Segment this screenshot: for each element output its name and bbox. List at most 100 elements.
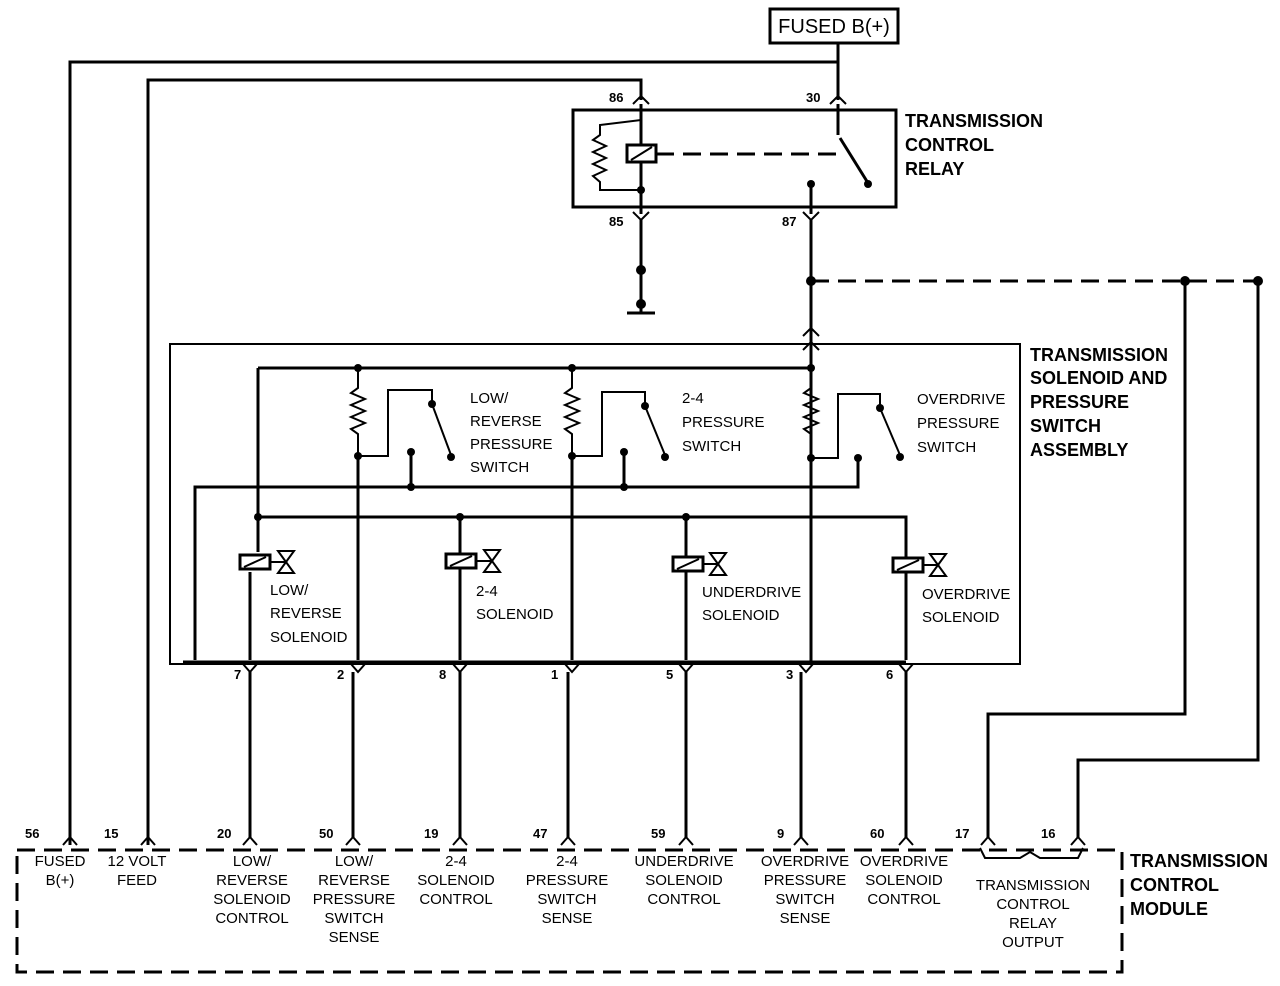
module-label-line: CONTROL bbox=[419, 891, 492, 908]
assembly-title: TRANSMISSION SOLENOID AND PRESSURE SWITC… bbox=[1030, 345, 1168, 460]
module-label-low-reverse-solenoid-control: LOW/ REVERSE SOLENOID CONTROL bbox=[213, 853, 291, 927]
module-pin-59: 59 bbox=[651, 826, 665, 841]
ground-symbol bbox=[627, 220, 655, 315]
low-reverse-pressure-switch-label: LOW/ REVERSE PRESSURE SWITCH bbox=[470, 390, 553, 476]
transmission-control-module bbox=[15, 847, 1124, 974]
switch-label-line: REVERSE bbox=[470, 413, 542, 430]
switch-label-line: OVERDRIVE bbox=[917, 391, 1005, 408]
module-label-line: SOLENOID bbox=[645, 872, 723, 889]
module-label-line: CONTROL bbox=[647, 891, 720, 908]
module-label-line: SENSE bbox=[542, 910, 593, 927]
solenoid-label-line: SOLENOID bbox=[702, 607, 780, 624]
module-label-overdrive-pressure-switch-sense: OVERDRIVE PRESSURE SWITCH SENSE bbox=[761, 853, 849, 927]
module-label-line: CONTROL bbox=[215, 910, 288, 927]
assembly-pin-2: 2 bbox=[337, 667, 344, 682]
assembly-title-line: PRESSURE bbox=[1030, 392, 1129, 412]
solenoid-label-line: OVERDRIVE bbox=[922, 586, 1010, 603]
module-label-low-reverse-pressure-switch-sense: LOW/ REVERSE PRESSURE SWITCH SENSE bbox=[313, 853, 396, 946]
module-pin-16: 16 bbox=[1041, 826, 1055, 841]
overdrive-solenoid-label: OVERDRIVE SOLENOID bbox=[922, 586, 1010, 626]
module-title: TRANSMISSION CONTROL MODULE bbox=[1130, 851, 1268, 919]
module-label-line: SWITCH bbox=[775, 891, 834, 908]
module-pin-60: 60 bbox=[870, 826, 884, 841]
relay-title-line: RELAY bbox=[905, 159, 964, 179]
underdrive-solenoid-label: UNDERDRIVE SOLENOID bbox=[702, 584, 801, 624]
relay-title: TRANSMISSION CONTROL RELAY bbox=[905, 111, 1043, 179]
assembly-pin-3: 3 bbox=[786, 667, 793, 682]
solenoid-pressure-switch-assembly bbox=[169, 326, 1021, 665]
module-label-transmission-control-relay-output: TRANSMISSION CONTROL RELAY OUTPUT bbox=[976, 877, 1090, 951]
module-label-line: SOLENOID bbox=[213, 891, 291, 908]
module-label-line: FEED bbox=[117, 872, 157, 889]
switch-label-line: PRESSURE bbox=[470, 436, 553, 453]
module-title-line: CONTROL bbox=[1130, 875, 1219, 895]
module-pin-19: 19 bbox=[424, 826, 438, 841]
solenoid-label-line: REVERSE bbox=[270, 605, 342, 622]
module-label-line: REVERSE bbox=[318, 872, 390, 889]
assembly-title-line: SWITCH bbox=[1030, 416, 1101, 436]
assembly-pin-8: 8 bbox=[439, 667, 446, 682]
module-label-line: 2-4 bbox=[445, 853, 467, 870]
solenoid-label-line: SOLENOID bbox=[476, 606, 554, 623]
module-pin-17: 17 bbox=[955, 826, 969, 841]
module-label-overdrive-solenoid-control: OVERDRIVE SOLENOID CONTROL bbox=[860, 853, 948, 908]
module-label-line: RELAY bbox=[1009, 915, 1057, 932]
module-label-line: LOW/ bbox=[335, 853, 374, 870]
relay-output-wires bbox=[806, 220, 1263, 838]
module-label-12-volt-feed: 12 VOLT FEED bbox=[108, 853, 167, 889]
relay-title-line: TRANSMISSION bbox=[905, 111, 1043, 131]
module-label-line: 12 VOLT bbox=[108, 853, 167, 870]
switch-label-line: SWITCH bbox=[470, 459, 529, 476]
solenoid-label-line: UNDERDRIVE bbox=[702, 584, 801, 601]
relay-title-line: CONTROL bbox=[905, 135, 994, 155]
module-pin-15: 15 bbox=[104, 826, 118, 841]
module-pin-9: 9 bbox=[777, 826, 784, 841]
relay-pin-86: 86 bbox=[609, 90, 623, 105]
module-label-line: FUSED bbox=[35, 853, 86, 870]
assembly-pin-1: 1 bbox=[551, 667, 558, 682]
module-label-line: 2-4 bbox=[556, 853, 578, 870]
module-label-underdrive-solenoid-control: UNDERDRIVE SOLENOID CONTROL bbox=[634, 853, 733, 908]
module-label-line: REVERSE bbox=[216, 872, 288, 889]
module-label-line: SENSE bbox=[329, 929, 380, 946]
module-title-line: TRANSMISSION bbox=[1130, 851, 1268, 871]
assembly-title-line: TRANSMISSION bbox=[1030, 345, 1168, 365]
module-label-line: PRESSURE bbox=[526, 872, 609, 889]
solenoid-2-4-label: 2-4 SOLENOID bbox=[476, 583, 554, 623]
relay-pin-87: 87 bbox=[782, 214, 796, 229]
module-label-line: CONTROL bbox=[867, 891, 940, 908]
module-label-2-4-pressure-switch-sense: 2-4 PRESSURE SWITCH SENSE bbox=[526, 853, 609, 927]
module-label-line: B(+) bbox=[46, 872, 75, 889]
assembly-title-line: SOLENOID AND bbox=[1030, 368, 1167, 388]
module-label-line: TRANSMISSION bbox=[976, 877, 1090, 894]
assembly-to-module-wires bbox=[242, 663, 914, 838]
overdrive-pressure-switch-label: OVERDRIVE PRESSURE SWITCH bbox=[917, 391, 1005, 456]
solenoid-label-line: SOLENOID bbox=[270, 629, 348, 646]
module-label-line: OVERDRIVE bbox=[860, 853, 948, 870]
module-title-line: MODULE bbox=[1130, 899, 1208, 919]
module-label-line: SWITCH bbox=[537, 891, 596, 908]
module-label-line: SWITCH bbox=[324, 910, 383, 927]
module-label-line: CONTROL bbox=[996, 896, 1069, 913]
fused-b-plus-label: FUSED B(+) bbox=[778, 16, 890, 38]
module-label-line: UNDERDRIVE bbox=[634, 853, 733, 870]
switch-label-line: SWITCH bbox=[917, 439, 976, 456]
transmission-control-relay bbox=[571, 94, 898, 222]
fused-b-plus-box bbox=[768, 7, 900, 45]
module-label-line: LOW/ bbox=[233, 853, 272, 870]
module-label-line: PRESSURE bbox=[313, 891, 396, 908]
fused-feed-wires bbox=[68, 43, 840, 845]
solenoid-label-line: SOLENOID bbox=[922, 609, 1000, 626]
module-label-line: SOLENOID bbox=[417, 872, 495, 889]
module-label-2-4-solenoid-control: 2-4 SOLENOID CONTROL bbox=[417, 853, 495, 908]
module-label-line: SENSE bbox=[780, 910, 831, 927]
module-pin-56: 56 bbox=[25, 826, 39, 841]
solenoid-label-line: 2-4 bbox=[476, 583, 498, 600]
relay-pin-85: 85 bbox=[609, 214, 623, 229]
switch-label-line: SWITCH bbox=[682, 438, 741, 455]
module-label-line: OUTPUT bbox=[1002, 934, 1064, 951]
pressure-switch-2-4-label: 2-4 PRESSURE SWITCH bbox=[682, 390, 765, 455]
module-pin-20: 20 bbox=[217, 826, 231, 841]
module-label-line: SOLENOID bbox=[865, 872, 943, 889]
